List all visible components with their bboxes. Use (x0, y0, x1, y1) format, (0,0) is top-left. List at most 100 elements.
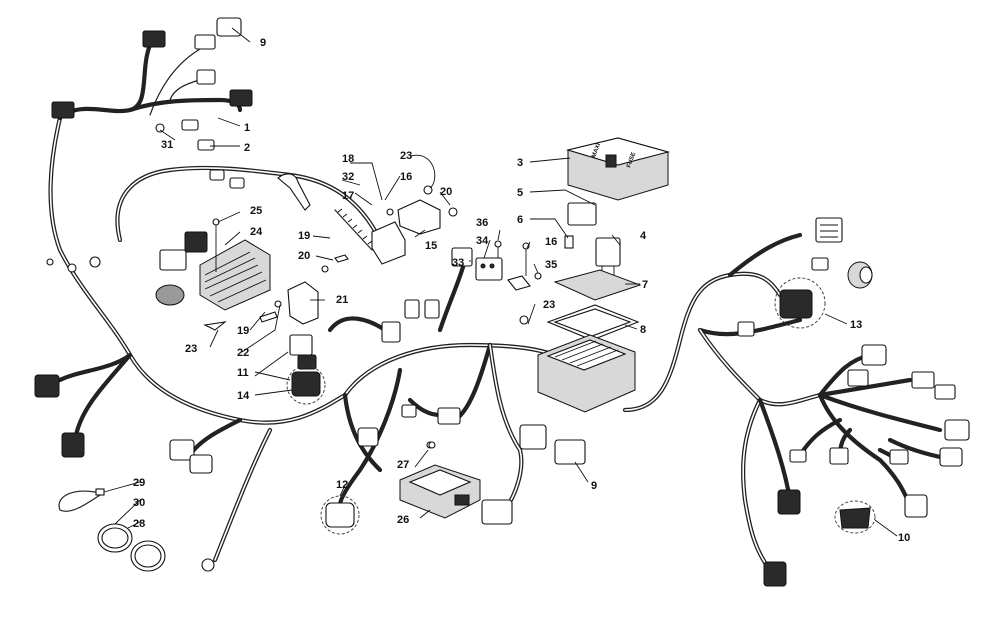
tube-18 (277, 173, 311, 211)
detail-circle (320, 495, 360, 535)
callout-28: 28 (133, 518, 145, 530)
connector (777, 489, 801, 515)
connectors (34, 17, 970, 587)
callout-3: 3 (517, 157, 523, 169)
connector-12 (325, 502, 355, 528)
callout-17: 17 (342, 190, 354, 202)
connector (847, 369, 869, 387)
connector (861, 344, 887, 366)
ground-ring-terminal (201, 558, 215, 572)
callout-25: 25 (250, 205, 262, 217)
connector (61, 432, 85, 458)
connector (51, 101, 75, 119)
connector (169, 439, 195, 461)
callout-18: 18 (342, 153, 354, 165)
connector (939, 447, 963, 467)
callout-11: 11 (237, 367, 249, 379)
fuse-5 (567, 202, 597, 226)
connector (889, 449, 909, 465)
callout-12: 12 (336, 479, 348, 491)
callout-19-lower: 19 (237, 325, 249, 337)
callout-10: 10 (898, 532, 910, 544)
callout-1: 1 (244, 122, 250, 134)
ring-terminal (89, 256, 101, 268)
connector (159, 249, 187, 271)
callout-36: 36 (476, 217, 488, 229)
connector-cap-9 (216, 17, 242, 37)
callout-20-top: 20 (440, 186, 452, 198)
connector-cap-9 (554, 439, 586, 465)
connector (829, 447, 849, 465)
connector (181, 119, 199, 131)
connector (229, 177, 245, 189)
fuse-label-7 (553, 269, 642, 301)
connector-13 (779, 289, 813, 319)
callout-29: 29 (133, 477, 145, 489)
callout-24: 24 (250, 226, 263, 238)
screw-19 (334, 254, 349, 263)
connector (184, 231, 208, 253)
callout-16-right: 16 (545, 236, 557, 248)
leader-lines (103, 27, 898, 537)
spring-32 (334, 209, 373, 251)
callout-15: 15 (425, 240, 437, 252)
connector (424, 299, 440, 319)
connector (911, 371, 935, 389)
screw-27 (428, 441, 436, 449)
connector (904, 494, 928, 518)
fuse-box-text-fuse: FUSE (626, 152, 637, 169)
callout-22: 22 (237, 347, 249, 359)
callout-8: 8 (640, 324, 646, 336)
connector (357, 427, 379, 447)
callout-7: 7 (642, 279, 648, 291)
ring-terminal (67, 263, 77, 273)
round-connector (155, 284, 185, 306)
callout-34: 34 (476, 235, 489, 247)
detail-circle (774, 277, 826, 329)
connector (189, 454, 213, 474)
ring-terminal (46, 258, 54, 266)
fuse-box-text-maxi: MAXI (591, 142, 602, 158)
connector-11 (289, 334, 313, 356)
cable-tie-29 (58, 490, 101, 512)
screw-16 (386, 208, 394, 216)
connector (142, 30, 166, 48)
callout-31: 31 (161, 139, 173, 151)
detail-circle (286, 365, 326, 405)
connector-10 (839, 507, 871, 529)
clip-31 (155, 123, 165, 133)
fuse-6 (564, 235, 574, 249)
callout-9: 9 (260, 37, 266, 49)
connector (404, 299, 420, 319)
nut-20 (448, 207, 458, 217)
callout-labels: 9 1 2 31 3 5 6 4 7 8 9 10 13 11 14 12 18… (133, 37, 910, 544)
callout-14: 14 (237, 390, 250, 402)
connector (811, 257, 829, 271)
connector (381, 321, 401, 343)
connector (34, 374, 60, 398)
callout-9-lower: 9 (591, 480, 597, 492)
connector (789, 449, 807, 463)
connector (401, 404, 417, 418)
callout-23-top: 23 (400, 150, 412, 162)
connector (519, 424, 547, 450)
callout-33: 33 (452, 257, 464, 269)
nut-35 (534, 272, 542, 280)
connector (209, 169, 225, 181)
callout-30: 30 (133, 497, 145, 509)
connector (934, 384, 956, 400)
terminal-block (815, 217, 843, 243)
maxi-fuse-box: MAXI FUSE (565, 137, 671, 201)
washer-20 (321, 265, 329, 273)
hardware (259, 173, 542, 449)
fuse-components (537, 202, 642, 413)
detail-circle (834, 500, 876, 534)
callout-19-upper: 19 (298, 230, 310, 242)
connector (297, 354, 317, 370)
cable-ties (58, 488, 166, 572)
callout-2: 2 (244, 142, 250, 154)
callout-23-left: 23 (185, 343, 197, 355)
bracket-21 (287, 281, 319, 325)
